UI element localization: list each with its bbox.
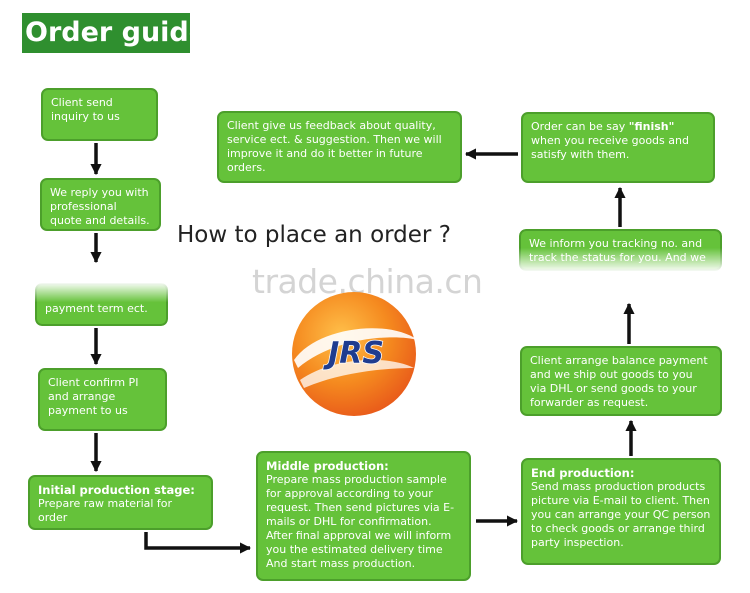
step-client-inquiry: Client send inquiry to us [41, 88, 158, 141]
step-client-confirm-pi-text: Client confirm PI and arrange payment to… [48, 376, 139, 417]
step-tracking-text: We inform you tracking no. and track the… [529, 237, 706, 264]
logo-orb [292, 292, 416, 416]
step-payment-term-text: payment term ect. [45, 302, 148, 315]
how-to-order-question: How to place an order ? [177, 222, 451, 248]
step-client-inquiry-text: Client send inquiry to us [51, 96, 120, 123]
arrow-initial-to-middle [144, 532, 252, 554]
step-client-confirm-pi: Client confirm PI and arrange payment to… [38, 368, 167, 431]
step-end-production-heading: End production: [531, 466, 635, 480]
logo-swoosh [294, 328, 418, 368]
step-middle-production-text: Prepare mass production sample for appro… [266, 473, 455, 570]
finish-word: "finish" [628, 120, 675, 133]
step-balance-payment: Client arrange balance payment and we sh… [520, 346, 722, 416]
step-end-production-text: Send mass production products picture vi… [531, 480, 711, 549]
finish-pre: Order can be say [531, 120, 629, 133]
step-client-feedback: Client give us feedback about quality, s… [217, 111, 462, 183]
finish-post: when you receive goods and satisfy with … [531, 134, 689, 161]
step-reply-quote: We reply you with professional quote and… [40, 178, 161, 231]
jrs-logo: JRS [292, 292, 418, 416]
step-reply-quote-text: We reply you with professional quote and… [50, 186, 150, 227]
step-order-finish: Order can be say "finish" when you recei… [521, 112, 715, 183]
step-tracking: We inform you tracking no. and track the… [519, 229, 722, 271]
logo-text: JRS [323, 336, 384, 371]
step-order-finish-text: Order can be say "finish" when you recei… [531, 120, 705, 162]
step-initial-production-heading: Initial production stage: [38, 483, 195, 497]
step-initial-production: Initial production stage: Prepare raw ma… [28, 475, 213, 530]
page-title: Order guide: [22, 13, 218, 53]
logo-swoosh-lower [300, 359, 414, 388]
step-balance-payment-text: Client arrange balance payment and we sh… [530, 354, 708, 409]
step-middle-production: Middle production: Prepare mass producti… [256, 451, 471, 581]
step-end-production: End production: Send mass production pro… [521, 458, 721, 565]
step-client-feedback-text: Client give us feedback about quality, s… [227, 119, 442, 174]
step-middle-production-heading: Middle production: [266, 459, 389, 473]
step-initial-production-text: Prepare raw material for order [38, 497, 173, 524]
step-payment-term: payment term ect. [35, 283, 168, 326]
